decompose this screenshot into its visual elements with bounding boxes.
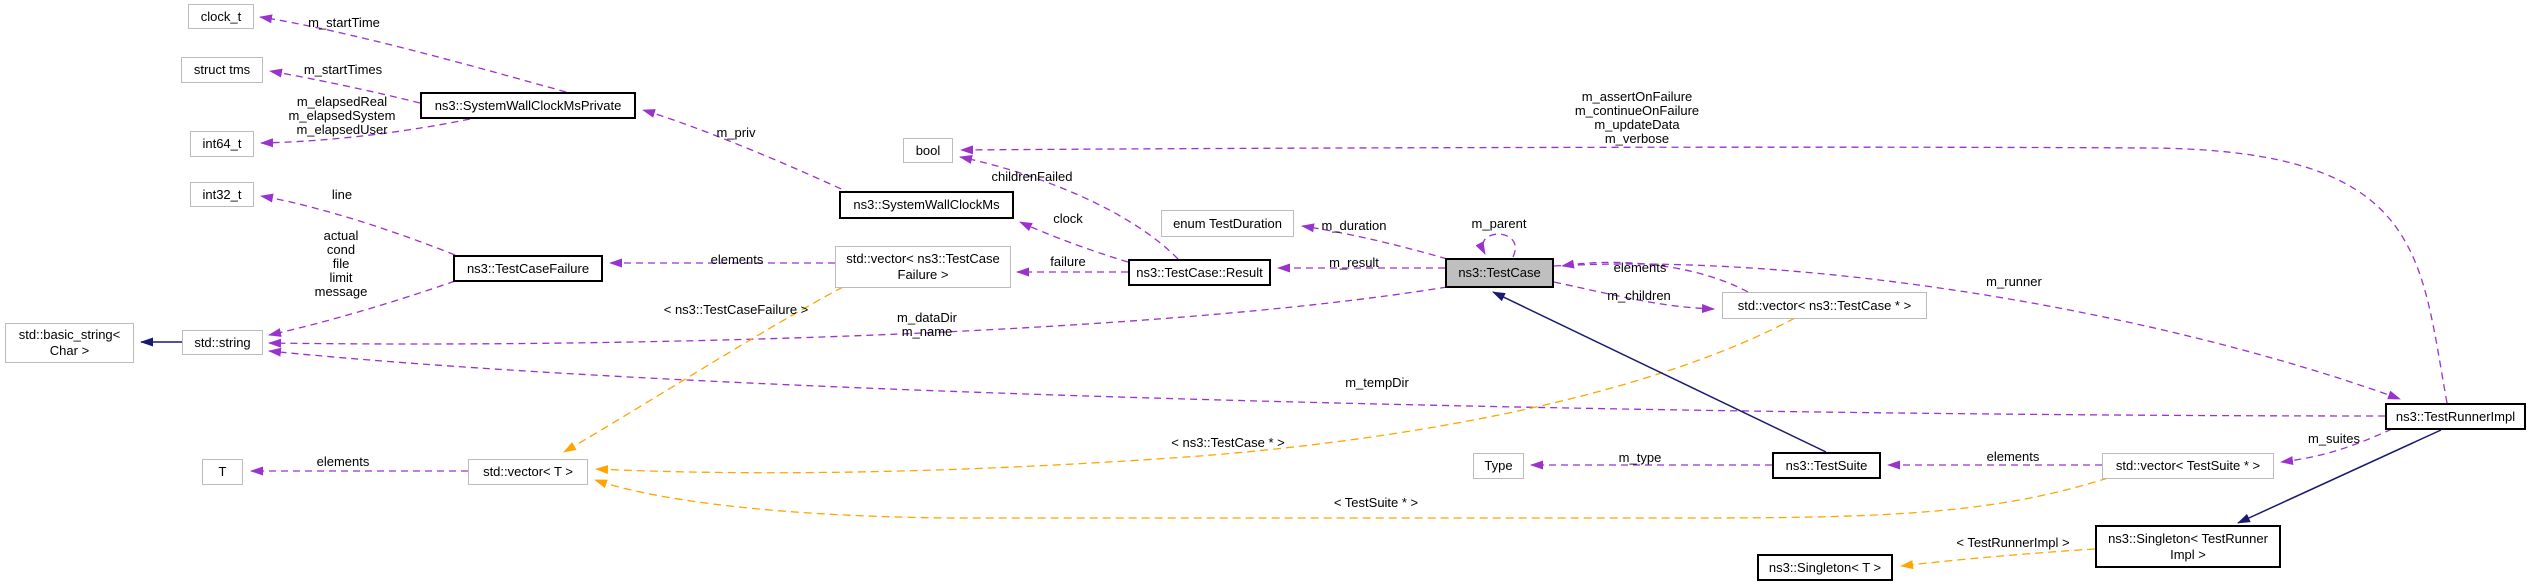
- edge-label-clock: clock: [1053, 211, 1083, 226]
- edge-label-childrenFailed: childrenFailed: [991, 169, 1073, 184]
- edge-m-runner: [1553, 263, 2401, 400]
- node-test-case-failure[interactable]: ns3::TestCaseFailure: [453, 255, 603, 282]
- edge-line: [260, 193, 456, 256]
- edge-m-suites: [2280, 428, 2393, 466]
- edge-test-suite-inherits-test-case: [1492, 291, 1827, 453]
- edge-label-m-priv: m_priv: [716, 125, 756, 140]
- edge-tpl-test-case-ptr: [595, 317, 1796, 475]
- edge-label-m-type: m_type: [1618, 450, 1662, 465]
- edge-tpl-test-suite-ptr: [594, 477, 2109, 519]
- node-system-wall-clock-ms-private[interactable]: ns3::SystemWallClockMsPrivate: [420, 92, 636, 119]
- node-struct-tms: struct tms: [181, 57, 263, 83]
- edge-label-failure-string-members: actual cond file limit message: [314, 228, 368, 300]
- node-basic-string-char: std::basic_string< Char >: [5, 323, 134, 363]
- edge-elements-test-case-vector: [1561, 259, 1749, 293]
- edge-label-test-case-string-members: m_dataDir m_name: [897, 310, 957, 340]
- node-int64-t: int64_t: [190, 131, 254, 157]
- edge-label-m-duration: m_duration: [1321, 218, 1387, 233]
- node-clock-t: clock_t: [188, 4, 254, 29]
- edge-label-m-startTime: m_startTime: [308, 15, 380, 30]
- edge-label-elements-test-case-vector: elements: [1613, 260, 1667, 275]
- edge-label-m-parent: m_parent: [1471, 216, 1527, 231]
- edge-label-failure: failure: [1050, 254, 1086, 269]
- edge-m-elapsed: [260, 118, 471, 148]
- edge-label-m-tempDir: m_tempDir: [1345, 375, 1409, 390]
- edge-clock: [1019, 221, 1129, 263]
- edge-label-m-suites: m_suites: [2307, 431, 2361, 446]
- edge-childrenFailed: [959, 155, 1179, 260]
- edge-m-startTime: [259, 14, 567, 93]
- edge-failure-string-members: [268, 280, 456, 337]
- edge-runner-bool-members: [960, 145, 2448, 404]
- node-vector-test-case-ptr: std::vector< ns3::TestCase * >: [1722, 292, 1927, 319]
- node-enum-test-duration: enum TestDuration: [1161, 210, 1294, 237]
- edge-label-elements-vector-t: elements: [316, 454, 370, 469]
- node-test-suite[interactable]: ns3::TestSuite: [1772, 452, 1881, 479]
- node-test-case[interactable]: ns3::TestCase: [1445, 258, 1554, 288]
- edge-label-runner-bool-members: m_assertOnFailure m_continueOnFailure m_…: [1574, 89, 1700, 147]
- edge-test-runner-impl-inherits-singleton: [2237, 429, 2442, 524]
- edge-label-m-startTimes: m_startTimes: [303, 62, 383, 77]
- edge-label-tpl-test-case-failure: < ns3::TestCaseFailure >: [663, 302, 809, 317]
- edge-label-m-children: m_children: [1607, 288, 1671, 303]
- node-int32-t: int32_t: [190, 182, 254, 207]
- edge-m-children: [1553, 281, 1715, 314]
- node-test-runner-impl[interactable]: ns3::TestRunnerImpl: [2385, 403, 2526, 430]
- edge-tpl-test-case-failure: [563, 286, 844, 453]
- node-std-string: std::string: [182, 330, 263, 355]
- node-type: Type: [1473, 453, 1524, 479]
- edge-test-case-string-members: [268, 286, 1448, 348]
- node-bool: bool: [903, 138, 953, 163]
- edge-label-elements-failure-vector: elements: [710, 252, 764, 267]
- node-system-wall-clock-ms[interactable]: ns3::SystemWallClockMs: [839, 191, 1014, 219]
- edge-m-priv: [642, 109, 853, 195]
- edge-label-line: line: [331, 187, 353, 202]
- node-vector-t: std::vector< T >: [468, 459, 588, 485]
- node-vector-test-suite-ptr: std::vector< TestSuite * >: [2102, 453, 2274, 479]
- edge-label-tpl-test-runner-impl: < TestRunnerImpl >: [1956, 535, 2070, 550]
- edge-tpl-test-runner-impl: [1900, 548, 2096, 570]
- edge-m-parent-loop: [1475, 233, 1516, 258]
- edge-m-duration: [1301, 223, 1448, 260]
- edge-label-m-runner: m_runner: [1986, 274, 2042, 289]
- edge-m-startTimes: [269, 68, 421, 104]
- edge-label-m-result: m_result: [1329, 255, 1379, 270]
- edge-label-tpl-test-suite-ptr: < TestSuite * >: [1333, 495, 1419, 510]
- node-vector-test-case-failure: std::vector< ns3::TestCase Failure >: [835, 246, 1011, 288]
- edge-label-elapsed-members: m_elapsedReal m_elapsedSystem m_elapsedU…: [288, 94, 396, 138]
- edge-label-elements-suite-vector: elements: [1986, 449, 2040, 464]
- node-t: T: [202, 459, 243, 485]
- node-singleton-test-runner-impl[interactable]: ns3::Singleton< TestRunner Impl >: [2095, 525, 2281, 568]
- edge-label-tpl-test-case-ptr: < ns3::TestCase * >: [1171, 435, 1285, 450]
- node-test-case-result[interactable]: ns3::TestCase::Result: [1128, 259, 1271, 286]
- node-singleton-t[interactable]: ns3::Singleton< T >: [1757, 554, 1893, 581]
- edge-m-tempDir: [268, 347, 2386, 417]
